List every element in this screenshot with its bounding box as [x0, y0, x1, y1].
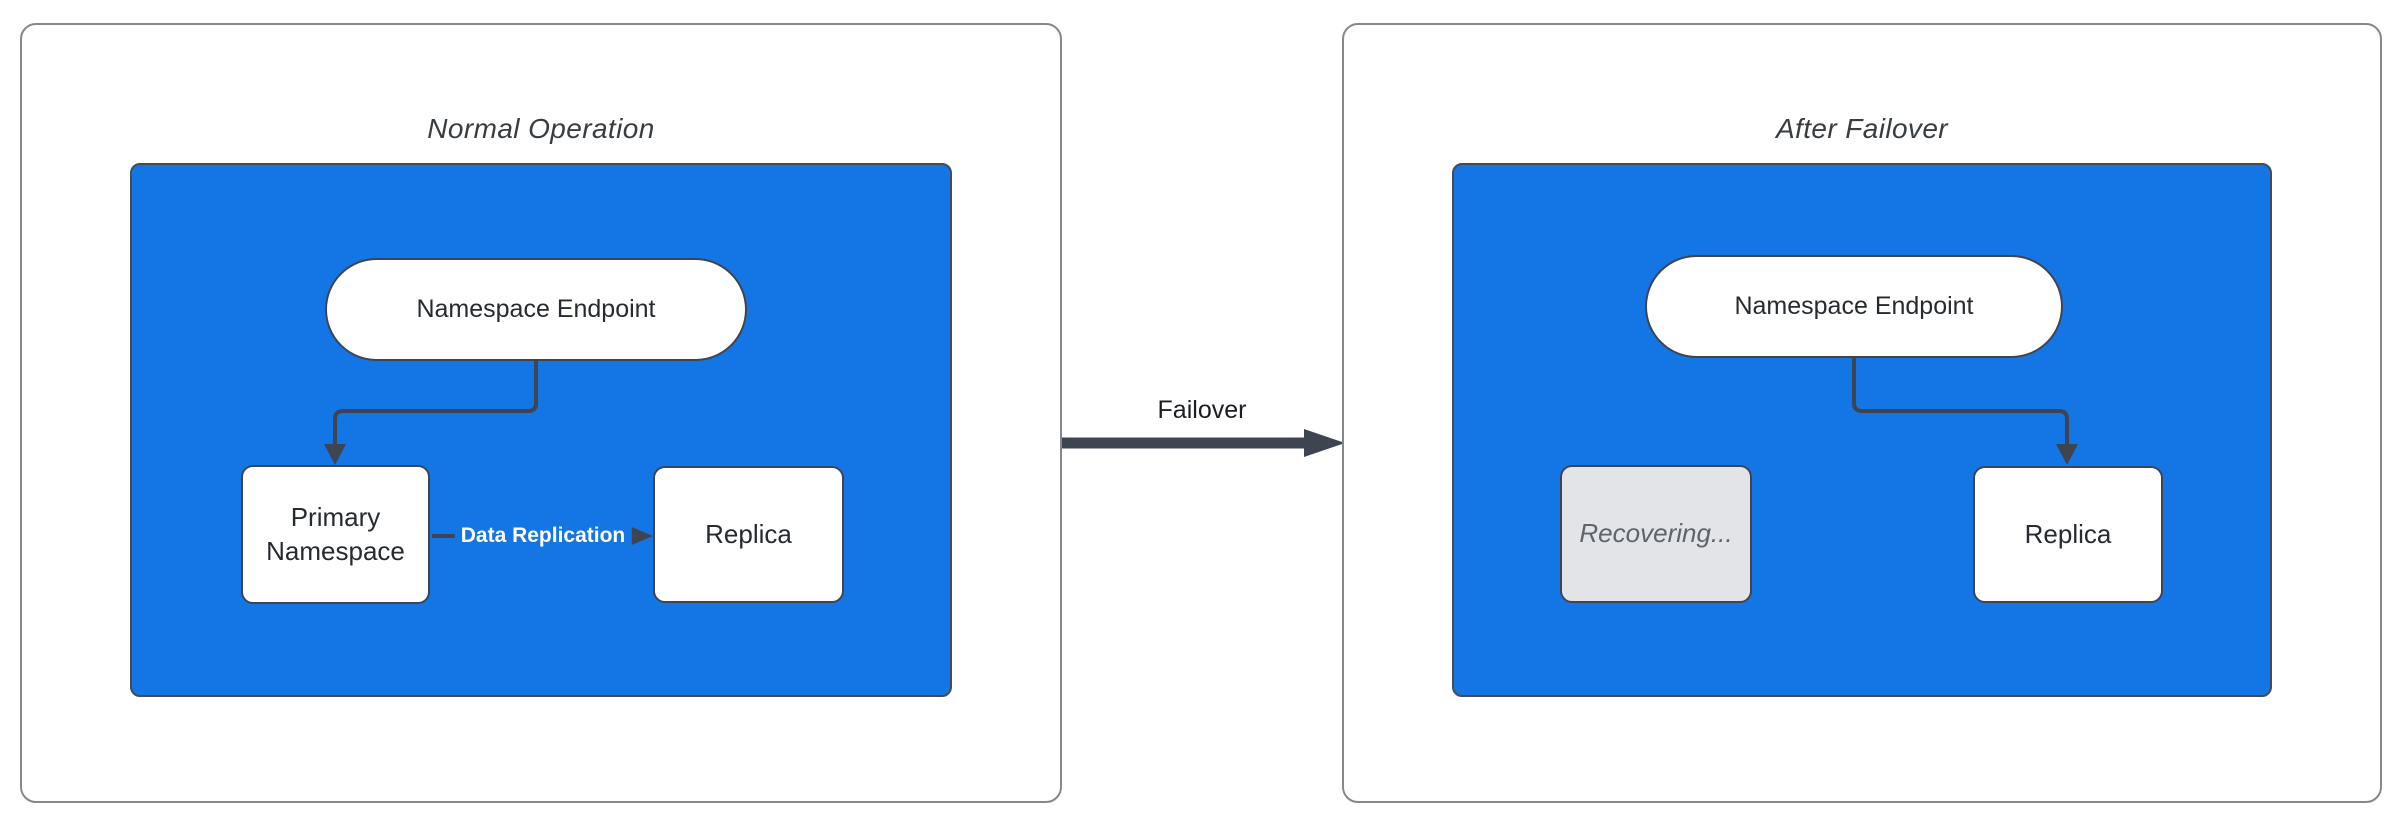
- failover-arrow: [1062, 429, 1345, 457]
- after-failover-panel: After Failover Namespace Endpoint Recove…: [1342, 23, 2382, 803]
- edge-label-data-replication: Data Replication: [454, 522, 632, 550]
- node-recovering: Recovering...: [1560, 465, 1752, 603]
- after-failover-cluster: Namespace Endpoint Recovering... Replica: [1452, 163, 2272, 697]
- node-namespace-endpoint-left: Namespace Endpoint: [325, 258, 747, 361]
- node-replica-left: Replica: [653, 466, 844, 603]
- node-namespace-endpoint-right: Namespace Endpoint: [1645, 255, 2063, 358]
- node-replica-right: Replica: [1973, 466, 2163, 603]
- after-failover-connectors: [1852, 358, 2078, 465]
- normal-operation-connectors: [324, 361, 653, 547]
- failover-label: Failover: [1157, 396, 1247, 424]
- node-primary-namespace: Primary Namespace: [241, 465, 430, 604]
- normal-operation-cluster: Namespace Endpoint Primary Namespace Rep…: [130, 163, 952, 697]
- normal-operation-panel: Normal Operation Namespace Endpoint Prim…: [20, 23, 1062, 803]
- arrowhead-endpoint-to-primary: [324, 444, 346, 465]
- arrowhead-endpoint-to-replica: [2056, 444, 2078, 465]
- failover-arrowhead: [1304, 429, 1345, 457]
- edge-endpoint-to-primary: [333, 361, 538, 445]
- edge-endpoint-to-replica: [1852, 358, 2069, 445]
- normal-operation-title: Normal Operation: [427, 113, 655, 144]
- after-failover-title: After Failover: [1775, 113, 1949, 144]
